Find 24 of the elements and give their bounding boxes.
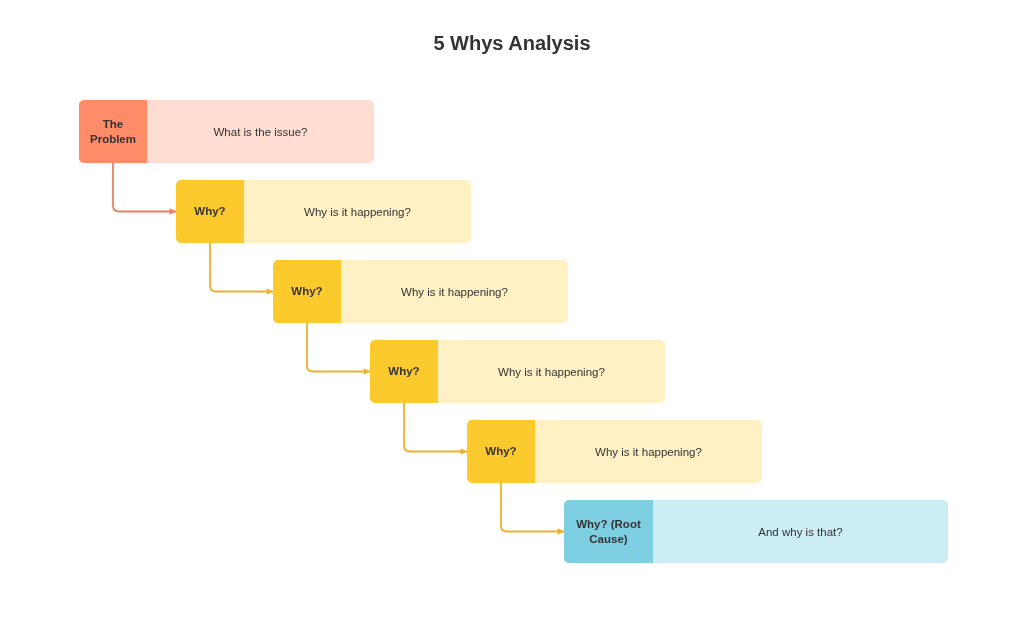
arrow — [112, 162, 177, 215]
step-box — [467, 420, 762, 483]
step-label: Why? — [176, 180, 244, 243]
step-question: What is the issue? — [213, 125, 308, 138]
step-box — [370, 340, 665, 403]
step-box — [176, 180, 471, 243]
title: 5 Whys Analysis — [432, 32, 592, 55]
arrow — [306, 322, 371, 375]
step-label: Why? — [370, 340, 438, 403]
arrow — [403, 402, 468, 455]
step-question: Why is it happening? — [595, 445, 702, 458]
arrow — [500, 482, 565, 535]
step-box — [564, 500, 948, 563]
step-box — [273, 260, 568, 323]
step-question: Why is it happening? — [401, 285, 508, 298]
step-question: Why is it happening? — [498, 365, 605, 378]
step-question: Why is it happening? — [304, 205, 411, 218]
step-label: Why? — [467, 420, 535, 483]
step-label: Why? (Root Cause) — [564, 500, 653, 563]
step-label: Why? — [273, 260, 341, 323]
step-box — [79, 100, 374, 163]
step-question: And why is that? — [758, 525, 843, 538]
arrow — [209, 242, 274, 295]
step-label: The Problem — [79, 100, 147, 163]
